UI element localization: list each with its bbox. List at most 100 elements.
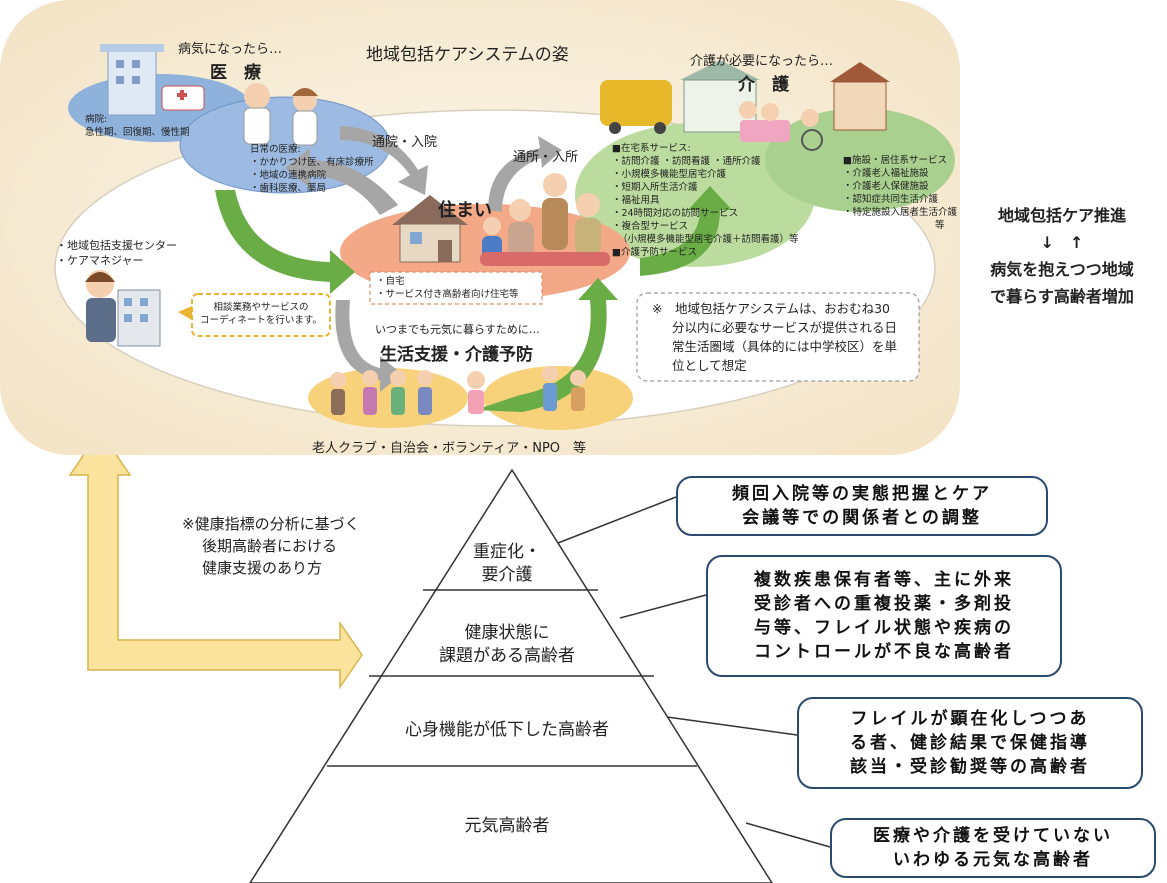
consult-line: 相談業務やサービスの xyxy=(213,302,309,313)
daily-care-line: ・かかりつけ医、有床診療所 xyxy=(250,157,374,168)
seniors-illustration xyxy=(330,366,586,415)
connector-4 xyxy=(745,822,831,848)
tier-label-declined: 心身機能が低下した高齢者 xyxy=(362,719,652,742)
facility-service-line: ・介護老人保健施設 xyxy=(843,181,929,192)
callout-health-issues: 複数疾患保有者等、主に外来 受診者への重複投薬・多剤投 与等、フレイル状態や疾病… xyxy=(706,555,1062,677)
connector-3 xyxy=(666,716,798,736)
hospital-illustration xyxy=(100,44,205,116)
support-center-line: ・地域包括支援センター xyxy=(56,239,177,252)
callout-line: いわゆる元気な高齢者 xyxy=(893,850,1093,870)
housing-item: ・自宅 xyxy=(376,276,405,287)
care-facility-illustration xyxy=(600,60,890,151)
outpatient-label: 通院・入院 xyxy=(372,135,438,150)
side-note-line: 地域包括ケア推進 xyxy=(997,206,1126,225)
home-service-line: ・複合型サービス xyxy=(612,221,689,232)
family-illustration xyxy=(480,173,610,266)
consult-text: 相談業務やサービスの コーディネートを行います。 xyxy=(200,301,322,327)
callout-line: 受診者への重複投薬・多剤投 xyxy=(754,594,1014,614)
gray-arrow-outpatient-right xyxy=(340,126,428,195)
housing-list: ・自宅 ・サービス付き高齢者向け住宅等 xyxy=(376,275,519,301)
home-service-line: （小規模多機能型居宅介護＋訪問看護）等 xyxy=(618,234,799,245)
side-note: 地域包括ケア推進 ↓ ↑ 病気を抱えつつ地域 で暮らす高齢者増加 xyxy=(962,202,1162,310)
tier-label-health-issues: 健康状態に 課題がある高齢者 xyxy=(402,622,612,668)
life-support-sub: いつまでも元気に暮らすために… xyxy=(375,323,540,336)
home-service-line: ・小規模多機能型居宅介護 xyxy=(612,169,727,180)
care-manager-illustration xyxy=(85,270,161,347)
callout-line: 医療や介護を受けていない xyxy=(873,826,1113,846)
consult-box-pointer xyxy=(178,306,192,320)
hospital-text-line: 急性期、回復期、慢性期 xyxy=(85,127,190,138)
callout-declined: フレイルが顕在化しつつあ る者、健診結果で保健指導 該当・受診勧奨等の高齢者 xyxy=(797,697,1143,789)
support-center-text: ・地域包括支援センター ・ケアマネジャー xyxy=(56,238,177,268)
callout-line: 与等、フレイル状態や疾病の xyxy=(754,618,1014,638)
home-service-line: ・24時間対応の訪問サービス xyxy=(612,208,739,219)
tier-label-line: 要介護 xyxy=(481,565,533,585)
analysis-note-line: ※健康指標の分析に基づく xyxy=(182,515,360,533)
analysis-note-line: 健康支援のあり方 xyxy=(202,559,323,577)
note-line: 分以内に必要なサービスが提供される日 xyxy=(672,320,898,335)
side-note-line: 病気を抱えつつ地域 xyxy=(990,260,1134,279)
callout-healthy: 医療や介護を受けていない いわゆる元気な高齢者 xyxy=(830,818,1156,878)
yellow-l-arrow xyxy=(68,455,363,690)
facility-service-line: 等 xyxy=(935,220,945,231)
facility-service-line: ・認知症共同生活介護 xyxy=(843,194,939,205)
community-care-system-panel: 地域包括ケアシステムの姿 病気になったら… 医 療 病院: 急性期、回復期、慢性… xyxy=(0,0,960,456)
note-line: 常生活圏域（具体的には中学校区）を単 xyxy=(672,339,898,354)
pyramid-section-graphics xyxy=(68,455,831,883)
tier-label-severe: 重症化・ 要介護 xyxy=(442,541,572,587)
green-arrow-medical xyxy=(215,190,355,294)
community-groups: 老人クラブ・自治会・ボランティア・NPO 等 xyxy=(312,441,587,456)
note-box xyxy=(636,292,920,382)
side-note-line: で暮らす高齢者増加 xyxy=(990,287,1134,306)
facility-services-text: ■施設・居住系サービス ・介護老人福祉施設 ・介護老人保健施設 ・認知症共同生活… xyxy=(843,154,957,232)
home-services-text: ■在宅系サービス: ・訪問介護 ・訪問看護 ・通所介護 ・小規模多機能型居宅介護… xyxy=(612,142,799,259)
housing-item: ・サービス付き高齢者向け住宅等 xyxy=(376,289,519,300)
connector-2 xyxy=(619,594,707,619)
system-title: 地域包括ケアシステムの姿 xyxy=(366,45,569,65)
home-service-ellipse xyxy=(575,123,815,267)
gray-arrow-life xyxy=(335,300,402,392)
facility-ellipse xyxy=(765,108,955,212)
home-service-line: ■在宅系サービス: xyxy=(612,143,691,154)
facility-service-line: ・介護老人福祉施設 xyxy=(843,168,929,179)
housing-title: 住まい xyxy=(438,200,492,221)
callout-line: フレイルが顕在化しつつあ xyxy=(850,709,1090,729)
callout-line: 会議等での関係者との調整 xyxy=(742,508,982,528)
medical-heading: 医 療 xyxy=(210,63,261,83)
doctor-nurse-illustration xyxy=(243,83,318,146)
medical-heading-small: 病気になったら… xyxy=(178,42,283,57)
home-service-line: ・訪問介護 ・訪問看護 ・通所介護 xyxy=(612,156,761,167)
note-line: 位として想定 xyxy=(672,358,747,373)
tier-label-line: 心身機能が低下した高齢者 xyxy=(405,720,609,740)
facility-service-line: ・特定施設入居者生活介護 xyxy=(843,207,958,218)
facility-service-line: ■施設・居住系サービス xyxy=(843,155,947,166)
tier-label-line: 健康状態に xyxy=(464,623,550,643)
daily-care-line: ・歯科医療、薬局 xyxy=(250,183,327,194)
analysis-note: ※健康指標の分析に基づく 後期高齢者における 健康支援のあり方 xyxy=(182,513,360,579)
housing-list-box xyxy=(369,271,543,305)
house-illustration xyxy=(392,195,468,263)
life-support-title: 生活支援・介護予防 xyxy=(380,345,533,365)
care-heading-small: 介護が必要になったら… xyxy=(690,54,834,69)
callout-line: 複数疾患保有者等、主に外来 xyxy=(754,570,1014,590)
hospital-text: 病院: 急性期、回復期、慢性期 xyxy=(85,113,190,139)
tier-label-line: 重症化・ xyxy=(473,542,541,562)
daily-care-text: 日常の医療: ・かかりつけ医、有床診療所 ・地域の連携病院 ・歯科医療、薬局 xyxy=(250,143,374,195)
hospital-text-line: 病院: xyxy=(85,114,108,125)
home-service-line: ・福祉用具 xyxy=(612,195,660,206)
home-service-line: ・短期入所生活介護 xyxy=(612,182,698,193)
green-arrow-care xyxy=(640,186,732,276)
connector-1 xyxy=(557,496,677,544)
callout-severe: 頻回入院等の実態把握とケア 会議等での関係者との調整 xyxy=(676,476,1048,536)
daily-care-line: ・地域の連携病院 xyxy=(250,170,327,181)
system-background xyxy=(0,0,960,455)
consult-line: コーディネートを行います。 xyxy=(200,315,322,326)
system-note: ※ 地域包括ケアシステムは、おおむね30 分以内に必要なサービスが提供される日 … xyxy=(652,299,897,375)
home-service-line: ■介護予防サービス xyxy=(612,247,697,258)
callout-line: 該当・受診勧奨等の高齢者 xyxy=(850,757,1090,777)
side-note-arrows: ↓ ↑ xyxy=(1040,233,1084,252)
analysis-note-line: 後期高齢者における xyxy=(202,537,338,555)
tier-label-line: 課題がある高齢者 xyxy=(439,646,575,666)
note-line: ※ 地域包括ケアシステムは、おおむね30 xyxy=(652,301,891,316)
callout-line: る者、健診結果で保健指導 xyxy=(850,733,1090,753)
